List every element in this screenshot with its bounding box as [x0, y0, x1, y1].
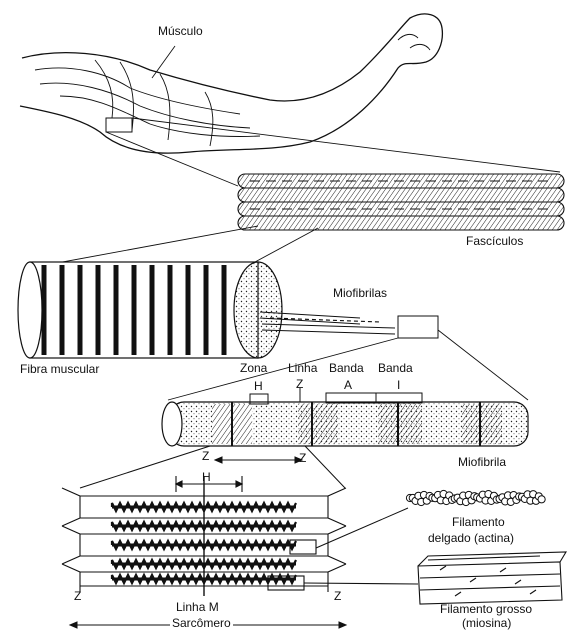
label-z-mid-right: Z: [299, 452, 306, 464]
fascicle-bundle: [238, 174, 564, 230]
label-fibra-muscular: Fibra muscular: [20, 363, 99, 375]
label-z-mid-left: Z: [202, 450, 209, 462]
myofibril: [162, 388, 528, 446]
thick-filament-block: [304, 552, 566, 604]
label-banda-i: Banda: [378, 362, 413, 374]
label-h-top: H: [254, 380, 263, 392]
label-fasciculos: Fascículos: [466, 235, 523, 247]
actin-beads: [406, 490, 545, 505]
label-h-lower: H: [202, 471, 211, 483]
label-filamento-delgado-2: delgado (actina): [428, 532, 514, 544]
label-miofibrilas: Miofibrilas: [333, 287, 387, 299]
label-i-band: I: [397, 379, 400, 391]
label-zona: Zona: [240, 362, 267, 374]
label-linha-m: Linha M: [176, 601, 219, 613]
label-filamento-grosso-1: Filamento grosso: [440, 603, 532, 615]
actin-bead: [538, 496, 545, 503]
label-z-bottom-left: Z: [74, 590, 81, 602]
label-filamento-grosso-2: (miosina): [462, 617, 511, 629]
label-linha: Linha: [288, 362, 317, 374]
label-z-top: Z: [296, 378, 303, 390]
label-filamento-delgado-1: Filamento: [452, 516, 505, 528]
label-musculo: Músculo: [158, 25, 203, 37]
label-z-bottom-right: Z: [334, 590, 341, 602]
label-a-band: A: [344, 379, 352, 391]
arm-illustration: [20, 14, 442, 153]
label-sarcomero: Sarcômero: [170, 617, 233, 629]
label-miofibrila: Miofibrila: [458, 456, 506, 468]
label-banda-a: Banda: [329, 362, 364, 374]
muscle-fiber: [18, 262, 438, 358]
